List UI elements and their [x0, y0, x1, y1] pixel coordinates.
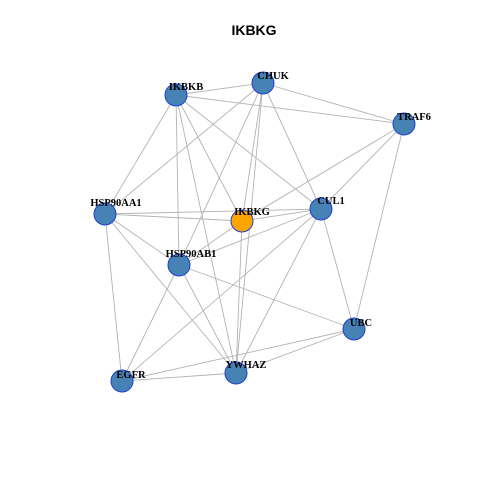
edge-ikbkg-ywhaz [235, 220, 243, 374]
node-ikbkg [230, 209, 254, 233]
edge-cul1-hsp90ab1 [178, 208, 322, 266]
node-chuk [251, 71, 275, 95]
edge-ikbkb-traf6 [175, 94, 405, 125]
edge-chuk-hsp90ab1 [178, 82, 264, 266]
graph-title: IKBKG [231, 22, 276, 38]
edge-hsp90aa1-egfr [104, 213, 123, 382]
edge-chuk-ikbkg [241, 82, 264, 222]
node-label-ikbkg: IKBKG [234, 207, 270, 218]
edge-traf6-ubc [353, 123, 405, 330]
edge-ywhaz-egfr [121, 372, 237, 382]
node-label-ywhaz: YWHAZ [226, 360, 267, 371]
node-cul1 [309, 197, 333, 221]
edge-ubc-egfr [121, 328, 355, 382]
edge-hsp90aa1-ywhaz [104, 213, 237, 374]
edge-ubc-ywhaz [235, 328, 355, 374]
node-layer [93, 71, 416, 393]
node-ikbkb [164, 83, 188, 107]
edge-ikbkb-ywhaz [175, 94, 237, 374]
node-label-ikbkb: IKBKB [169, 82, 203, 93]
edge-ikbkg-cul1 [241, 208, 322, 222]
edge-hsp90ab1-ubc [178, 264, 355, 330]
edge-ikbkb-hsp90ab1 [175, 94, 180, 266]
edge-hsp90aa1-hsp90ab1 [104, 213, 180, 266]
edge-ikbkb-chuk [175, 82, 264, 96]
node-label-hsp90ab1: HSP90AB1 [166, 249, 217, 260]
node-label-chuk: CHUK [257, 71, 289, 82]
node-hsp90aa1 [93, 202, 117, 226]
edge-cul1-egfr [121, 208, 322, 382]
edge-ikbkg-hsp90ab1 [178, 220, 243, 266]
edge-ikbkb-cul1 [175, 94, 322, 210]
edge-chuk-cul1 [262, 82, 322, 210]
edge-hsp90aa1-ikbkg [104, 213, 243, 222]
node-ubc [342, 317, 366, 341]
edge-chuk-traf6 [262, 82, 405, 125]
node-hsp90ab1 [167, 253, 191, 277]
node-label-hsp90aa1: HSP90AA1 [90, 198, 141, 209]
edge-cul1-ywhaz [235, 208, 322, 374]
edge-ikbkb-hsp90aa1 [104, 94, 177, 215]
node-label-traf6: TRAF6 [397, 112, 431, 123]
edge-hsp90aa1-cul1 [104, 208, 322, 215]
node-traf6 [392, 112, 416, 136]
edge-traf6-cul1 [320, 123, 405, 210]
node-label-ubc: UBC [350, 318, 372, 329]
edge-ikbkb-ikbkg [175, 94, 243, 222]
edge-hsp90ab1-egfr [121, 264, 180, 382]
node-label-cul1: CUL1 [317, 196, 344, 207]
edge-chuk-hsp90aa1 [104, 82, 264, 215]
edge-traf6-ikbkg [241, 123, 405, 222]
node-ywhaz [224, 361, 248, 385]
edge-cul1-ubc [320, 208, 355, 330]
node-label-egfr: EGFR [116, 370, 146, 381]
node-egfr [110, 369, 134, 393]
edge-hsp90ab1-ywhaz [178, 264, 237, 374]
